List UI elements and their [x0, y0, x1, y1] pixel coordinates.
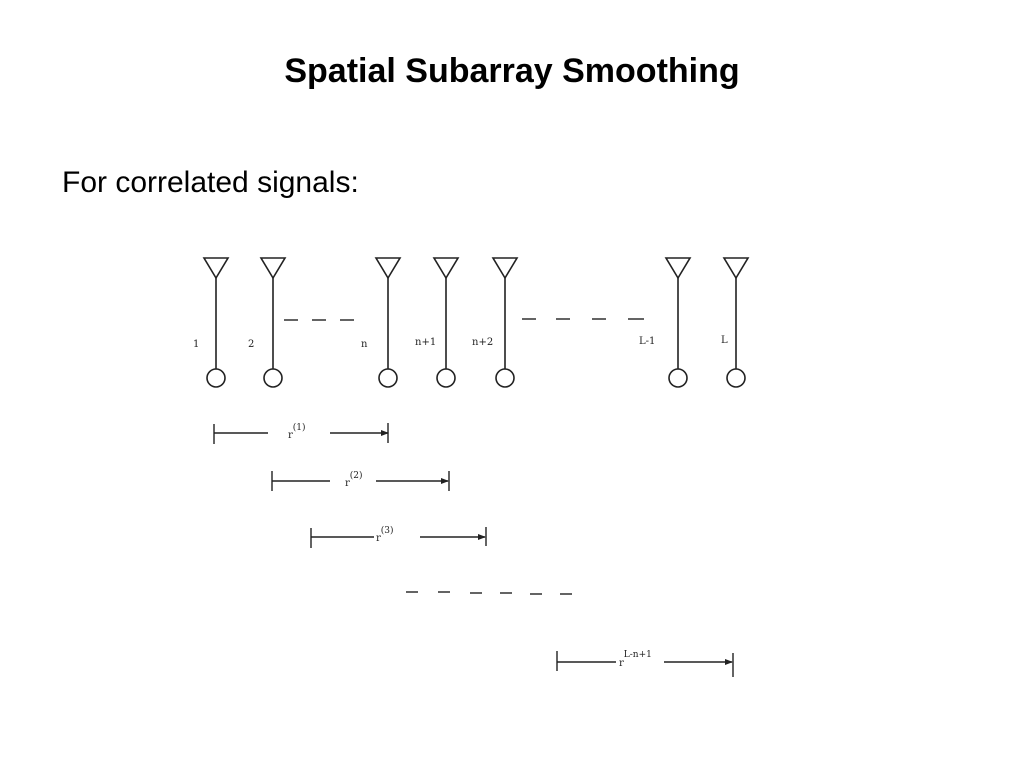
subarray-label: rL-n+1 [619, 650, 652, 669]
subarray-label: r(1) [288, 422, 306, 441]
antenna-triangle-icon [259, 257, 287, 280]
antenna-triangle-icon [374, 257, 402, 280]
antenna-triangle-icon [491, 257, 519, 280]
antenna-element [202, 257, 230, 388]
antenna-receiver-icon [726, 368, 746, 388]
element-label: 2 [248, 339, 254, 350]
antenna-element [432, 257, 460, 388]
antenna-receiver-icon [668, 368, 688, 388]
element-label: n+1 [415, 337, 436, 348]
antenna-element [491, 257, 519, 388]
subarray-label: r(2) [345, 470, 363, 489]
antenna-receiver-icon [436, 368, 456, 388]
element-label: n+2 [472, 337, 493, 348]
subarray-span [213, 423, 389, 444]
antenna-triangle-icon [432, 257, 460, 280]
element-label: L-1 [639, 336, 655, 347]
element-label: n [361, 339, 368, 350]
subarray-span [310, 527, 487, 548]
ellipsis-dashes [406, 591, 572, 595]
antenna-receiver-icon [206, 368, 226, 388]
antenna-receiver-icon [495, 368, 515, 388]
antenna-element [374, 257, 402, 388]
antenna-receiver-icon [263, 368, 283, 388]
element-label: L [721, 335, 728, 346]
element-label: 1 [193, 339, 199, 350]
antenna-triangle-icon [202, 257, 230, 280]
slide-title: Spatial Subarray Smoothing [284, 52, 740, 90]
subarray-span [271, 471, 450, 491]
antenna-element [664, 257, 692, 388]
subarray-label: r(3) [376, 525, 394, 544]
antenna-receiver-icon [378, 368, 398, 388]
antenna-triangle-icon [664, 257, 692, 280]
antenna-triangle-icon [722, 257, 750, 280]
slide-subtitle: For correlated signals: [62, 166, 359, 199]
antenna-element [259, 257, 287, 388]
subarray-span [556, 651, 734, 677]
antenna-element [722, 257, 750, 388]
